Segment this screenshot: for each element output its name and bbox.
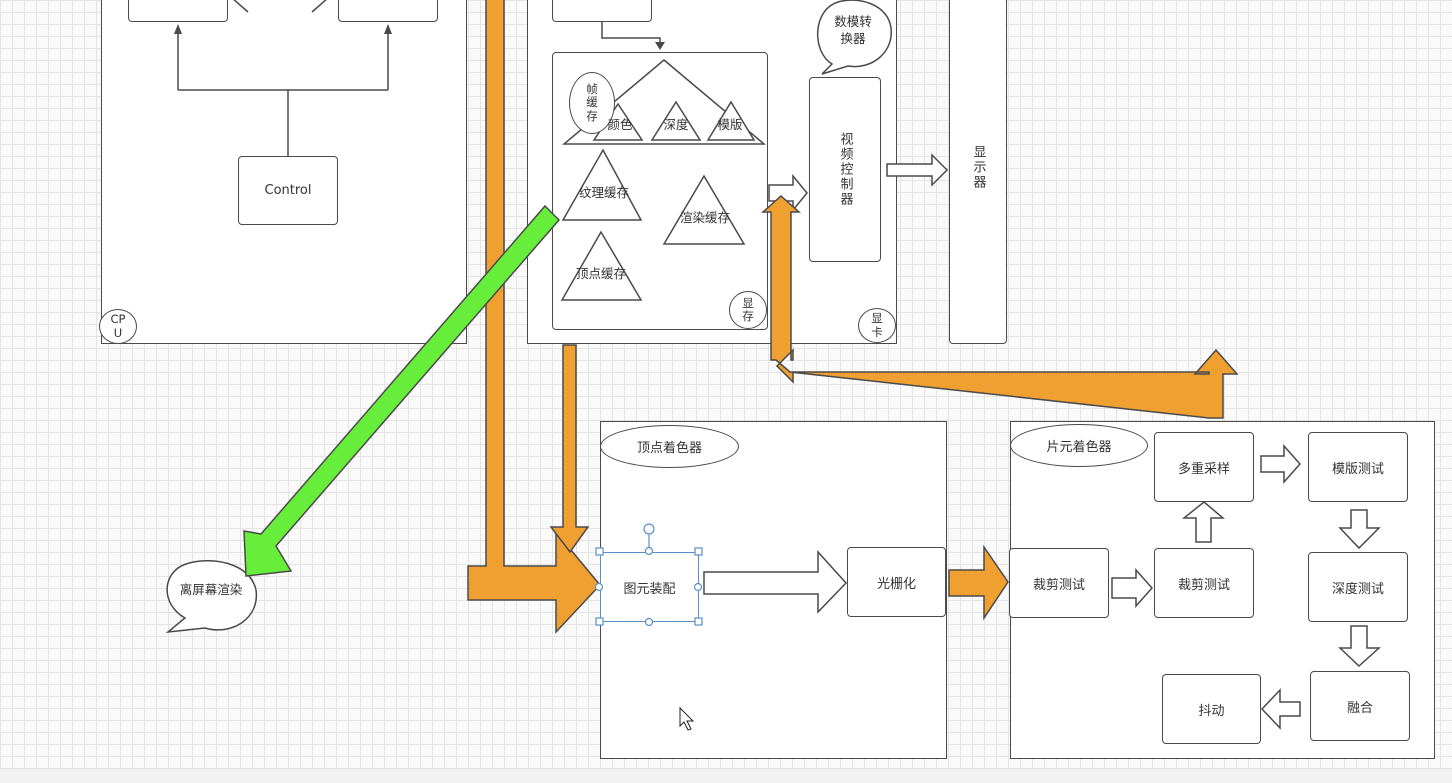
vertex-cache-label: 顶点缓存 [575,266,626,281]
handle-top-right[interactable] [694,547,703,556]
fragment-shader-title-ellipse[interactable]: 片元着色器 [1010,424,1148,467]
cpu-top-left-box[interactable] [128,0,228,22]
control-box[interactable]: Control [238,156,338,225]
handle-top-left[interactable] [595,547,604,556]
depth-buffer-triangle[interactable] [650,100,702,141]
depth-to-blending-arrow [1338,625,1381,668]
stencil-to-depth-arrow [1338,509,1381,550]
cpu-top-notch-right [311,0,327,13]
blending-to-dithering-arrow [1260,688,1301,730]
offscreen-callout-bubble [165,560,258,634]
cpu-top-right-box[interactable] [338,0,438,22]
color-buffer-label: 颜色 [607,117,633,132]
vertex-cache-triangle[interactable] [560,230,643,301]
control-arrowhead-right [384,24,392,34]
gpu-down-arrow [549,344,590,554]
video-controller-to-display-arrow [886,153,949,187]
gpu-top-connector-arrowhead [655,42,665,50]
gpu-top-box[interactable] [552,0,652,22]
selection-handles[interactable] [594,523,703,627]
dithering-box[interactable]: 抖动 [1162,674,1261,744]
handle-top-center[interactable] [644,546,654,556]
cpu-top-notch-left [233,0,249,13]
handle-middle-left[interactable] [594,582,604,592]
handle-bottom-right[interactable] [694,617,703,626]
framebuffer-return-arrow [761,194,1239,419]
scissor2-to-multisample-arrow [1181,501,1226,543]
rasterization-box[interactable]: 光栅化 [847,547,946,617]
render-cache-triangle[interactable] [662,174,746,245]
offscreen-callout-text: 离屏幕渲染 [179,582,243,597]
mouse-cursor-icon [679,706,695,731]
depth-test-box[interactable]: 深度测试 [1308,552,1408,622]
vertical-data-flow-arrow [467,0,601,634]
stencil-buffer-triangle[interactable] [706,100,756,141]
raster-to-fragment-arrow [948,544,1009,621]
stencil-test-box[interactable]: 模版测试 [1308,432,1408,502]
vram-label-circle: 显 存 [729,291,767,329]
display-box[interactable]: 显示器 [949,0,1007,344]
gpu-top-connector [601,22,661,44]
bottom-scroll-bar[interactable] [0,768,1452,783]
dac-callout-bubble [817,0,892,75]
vertex-shader-title-ellipse[interactable]: 顶点着色器 [600,425,739,468]
graphics-card-label-circle: 显 卡 [858,308,896,343]
dac-callout-text: 数模转 换器 [834,14,872,46]
depth-buffer-label: 深度 [663,117,689,132]
control-arrowhead-left [174,24,182,34]
video-controller-box[interactable]: 视频控制器 [809,77,881,262]
control-connector [177,28,389,156]
assembly-to-raster-arrow [703,550,848,614]
offscreen-render-arrow [243,204,561,577]
texture-cache-triangle[interactable] [561,148,643,221]
scissor-test-box-1[interactable]: 裁剪测试 [1009,548,1109,618]
frame-buffer-label-oval: 帧 缓 存 [569,72,615,134]
scissor-test-box-2[interactable]: 裁剪测试 [1154,548,1254,618]
handle-middle-right[interactable] [693,582,703,592]
stencil-buffer-label: 模版 [717,117,743,132]
rotate-handle[interactable] [643,523,655,535]
vram-to-video-controller-arrow [768,173,808,213]
handle-bottom-left[interactable] [595,617,604,626]
multisample-to-stencil-arrow [1260,444,1302,484]
handle-bottom-center[interactable] [644,617,654,627]
scissor1-to-scissor2-arrow [1111,568,1154,608]
cpu-label-circle: CP U [99,309,137,344]
blending-box[interactable]: 融合 [1310,671,1410,741]
render-cache-label: 渲染缓存 [679,210,730,225]
texture-cache-label: 纹理缓存 [578,185,629,200]
